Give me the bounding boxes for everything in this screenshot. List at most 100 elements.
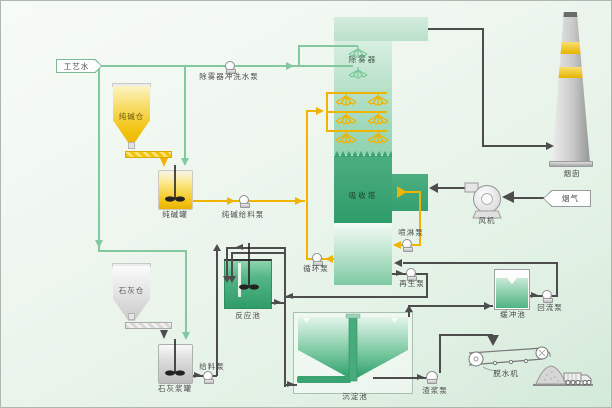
spray-nozzle-icon [367, 93, 389, 106]
flow-arrow [484, 302, 492, 310]
label-feed-pump: 给料泵 [199, 362, 225, 371]
pipe-reaction-in1-h [226, 247, 286, 249]
soda-conveyor [125, 151, 172, 158]
pump-regeneration [406, 268, 417, 281]
flow-arrow [405, 305, 413, 312]
chimney-cap [552, 12, 590, 17]
chimney-base [549, 161, 593, 167]
pipe-return-top [403, 262, 558, 264]
label-dewatering-machine: 脱水机 [493, 369, 519, 378]
label-circulation-pump: 循环泵 [303, 264, 329, 273]
ground-line [533, 384, 593, 386]
spray-nozzle-icon [348, 46, 368, 58]
pipe-reaction-in1-v [226, 247, 228, 279]
flow-arrow [396, 270, 403, 276]
pipe-regen-v [426, 273, 428, 298]
label-demister-flush-pump: 除雾器冲洗水泵 [199, 72, 259, 81]
flag-flue-gas: 烟气 [543, 190, 591, 207]
agitator-icon [165, 165, 185, 202]
reaction-pool-tube [238, 263, 241, 297]
pipe-clean-gas-h1 [428, 28, 484, 30]
flow-arrow [213, 244, 221, 251]
flow-arrow [236, 244, 243, 250]
flow-arrow [546, 142, 554, 150]
flow-arrow [182, 332, 190, 340]
pipe-flush-upper-branch [298, 45, 358, 47]
pipe-riser-top [306, 110, 320, 112]
flow-arrow [181, 158, 189, 166]
spray-nozzle-icon [367, 131, 389, 144]
flag-process-water: 工艺水 [56, 59, 102, 73]
label-sedimentation-pool: 沉淀池 [342, 392, 368, 401]
label-absorber: 吸收塔 [348, 191, 378, 200]
pipe-clean-gas-v [482, 28, 484, 147]
spray-nozzle-icon [367, 112, 389, 125]
label-return-pump: 回流泵 [537, 303, 563, 312]
pump-lime-feed [203, 371, 214, 384]
spray-nozzle-icon [335, 93, 357, 106]
pipe-spray-branch-1 [327, 92, 387, 94]
pump-return [542, 290, 553, 303]
label-flue-gas: 烟气 [562, 194, 579, 203]
flow-arrow [228, 276, 236, 283]
absorber-header [334, 17, 428, 41]
pump-soda-feed [239, 195, 250, 208]
pipe-flush-riser [298, 45, 300, 67]
label-lime-silo: 石灰仓 [118, 286, 145, 295]
pipe-lime-riser [216, 248, 218, 376]
flow-arrow [487, 335, 499, 346]
pipe-clean-gas-h2 [482, 145, 548, 147]
label-demister: 除雾器 [348, 55, 378, 64]
spray-nozzle-icon [348, 67, 368, 79]
pipe-overflow-h [408, 305, 493, 307]
pipe-water-left-drop [98, 67, 100, 251]
pipe-reaction-in2-v [231, 252, 233, 279]
pipe-soda-feed [193, 200, 305, 202]
pipe-regen-return [284, 296, 428, 298]
pump-circulation [312, 253, 323, 266]
flow-arrow [274, 299, 281, 305]
pipe-slag-top [439, 334, 493, 336]
pipe-duct-spray-h [406, 191, 421, 193]
flow-arrow [95, 240, 103, 248]
pipe-water-to-lime-tank [185, 250, 187, 332]
duct-spray-tip [397, 186, 407, 198]
flow-arrow [393, 241, 401, 249]
pipe-fan-to-tower [438, 187, 466, 189]
label-lime-slurry-tank: 石灰浆罐 [158, 384, 192, 393]
absorber-lower-section [334, 226, 392, 285]
chimney [552, 12, 590, 162]
pump-demister-flush [225, 61, 236, 74]
absorber-liquid-section [334, 156, 392, 224]
spray-nozzle-icon [335, 112, 357, 125]
label-fan: 风机 [478, 216, 496, 225]
flow-arrow [531, 292, 538, 298]
sedimentation-pool [293, 312, 413, 394]
water-surface-notch [507, 278, 517, 284]
liquid-surface-zigzag [334, 151, 392, 157]
flow-arrow [316, 107, 324, 115]
flow-arrow [227, 197, 235, 205]
lime-silo-outlet [128, 313, 135, 320]
truck-icon [563, 372, 592, 385]
spray-nozzle-icon [335, 131, 357, 144]
pipe-spray-branch-3 [327, 130, 387, 132]
pipe-slag-suction [373, 377, 426, 379]
pipe-duct-spray-v [419, 191, 421, 246]
soda-silo-outlet [128, 142, 135, 149]
label-soda-silo: 纯碱仓 [118, 112, 145, 121]
label-process-water: 工艺水 [63, 61, 90, 71]
flow-arrow [223, 276, 231, 283]
label-regeneration-pump: 再生泵 [399, 279, 425, 288]
flow-arrow [417, 374, 424, 380]
flow-arrow [429, 183, 438, 193]
belt-filter [468, 346, 551, 371]
chimney-band [552, 67, 590, 78]
lime-conveyor [125, 322, 172, 329]
pump-slag-slurry [426, 371, 438, 384]
pipe-flush-lower-branch [299, 65, 353, 67]
flow-arrow [325, 255, 333, 263]
flow-arrow [502, 191, 514, 203]
chimney-band [552, 42, 590, 54]
